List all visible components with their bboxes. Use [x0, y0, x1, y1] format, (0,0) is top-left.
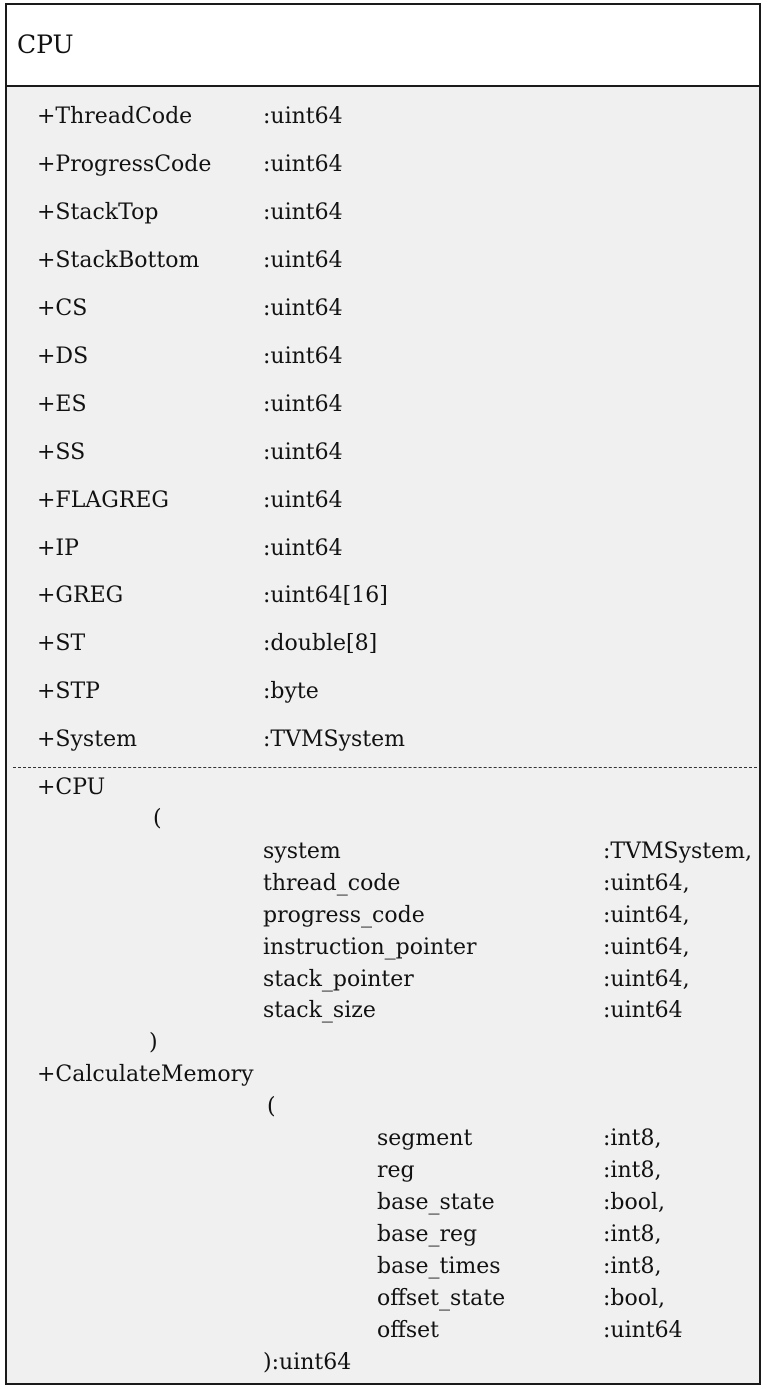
method-open-paren: (	[153, 806, 162, 831]
class-name-compartment: CPU	[7, 5, 759, 87]
attribute-type: :uint64	[263, 200, 343, 225]
attribute-name: +DS	[37, 344, 89, 369]
attribute-type: :uint64	[263, 104, 343, 129]
param-name: instruction_pointer	[263, 935, 477, 960]
method-name: +CalculateMemory	[37, 1062, 254, 1087]
param-name: stack_size	[263, 998, 376, 1023]
param-name: base_state	[377, 1190, 495, 1215]
param-type: :TVMSystem,	[603, 839, 753, 864]
param-type: :uint64	[603, 998, 683, 1023]
param-name: offset	[377, 1318, 440, 1343]
param-name: thread_code	[263, 871, 401, 896]
attribute-name: +System	[37, 727, 137, 752]
param-type: :uint64,	[603, 903, 690, 928]
param-type: :uint64	[603, 1318, 683, 1343]
attribute-name: +STP	[37, 679, 100, 704]
param-name: system	[263, 839, 341, 864]
attribute-name: +ThreadCode	[37, 104, 193, 129]
param-type: :bool,	[603, 1190, 666, 1215]
attribute-type: :uint64	[263, 344, 343, 369]
attribute-type: :TVMSystem	[263, 727, 406, 752]
param-name: base_times	[377, 1254, 501, 1279]
attribute-name: +FLAGREG	[37, 488, 169, 513]
method-name: +CPU	[37, 775, 106, 800]
param-type: :int8,	[603, 1126, 662, 1151]
param-type: :bool,	[603, 1286, 666, 1311]
param-name: offset_state	[377, 1286, 506, 1311]
compartment-divider	[13, 767, 757, 768]
attribute-type: :uint64	[263, 296, 343, 321]
attribute-type: :uint64	[263, 440, 343, 465]
attribute-name: +ST	[37, 631, 86, 656]
attribute-name: +StackBottom	[37, 248, 200, 273]
method-open-paren: (	[267, 1094, 276, 1119]
param-name: progress_code	[263, 903, 425, 928]
attribute-name: +IP	[37, 536, 79, 561]
param-type: :int8,	[603, 1222, 662, 1247]
param-type: :uint64,	[603, 935, 690, 960]
method-close-paren: )	[149, 1030, 158, 1055]
param-name: base_reg	[377, 1222, 478, 1247]
attribute-type: :uint64	[263, 152, 343, 177]
param-name: stack_pointer	[263, 967, 414, 992]
attribute-name: +SS	[37, 440, 86, 465]
param-type: :int8,	[603, 1158, 662, 1183]
attribute-type: :byte	[263, 679, 319, 704]
class-box: CPU +ThreadCode :uint64 +ProgressCode :u…	[5, 3, 761, 1385]
attribute-name: +StackTop	[37, 200, 159, 225]
attribute-type: :uint64[16]	[263, 583, 388, 608]
attribute-type: :uint64	[263, 488, 343, 513]
param-type: :uint64,	[603, 967, 690, 992]
attribute-type: :double[8]	[263, 631, 378, 656]
attribute-name: +ProgressCode	[37, 152, 212, 177]
attribute-type: :uint64	[263, 392, 343, 417]
attribute-name: +ES	[37, 392, 87, 417]
attribute-type: :uint64	[263, 248, 343, 273]
attribute-name: +CS	[37, 296, 88, 321]
param-type: :int8,	[603, 1254, 662, 1279]
param-name: segment	[377, 1126, 473, 1151]
attribute-type: :uint64	[263, 536, 343, 561]
param-type: :uint64,	[603, 871, 690, 896]
param-name: reg	[377, 1158, 415, 1183]
class-name: CPU	[17, 30, 74, 59]
method-close-paren-return: ):uint64	[263, 1350, 352, 1375]
attribute-name: +GREG	[37, 583, 124, 608]
